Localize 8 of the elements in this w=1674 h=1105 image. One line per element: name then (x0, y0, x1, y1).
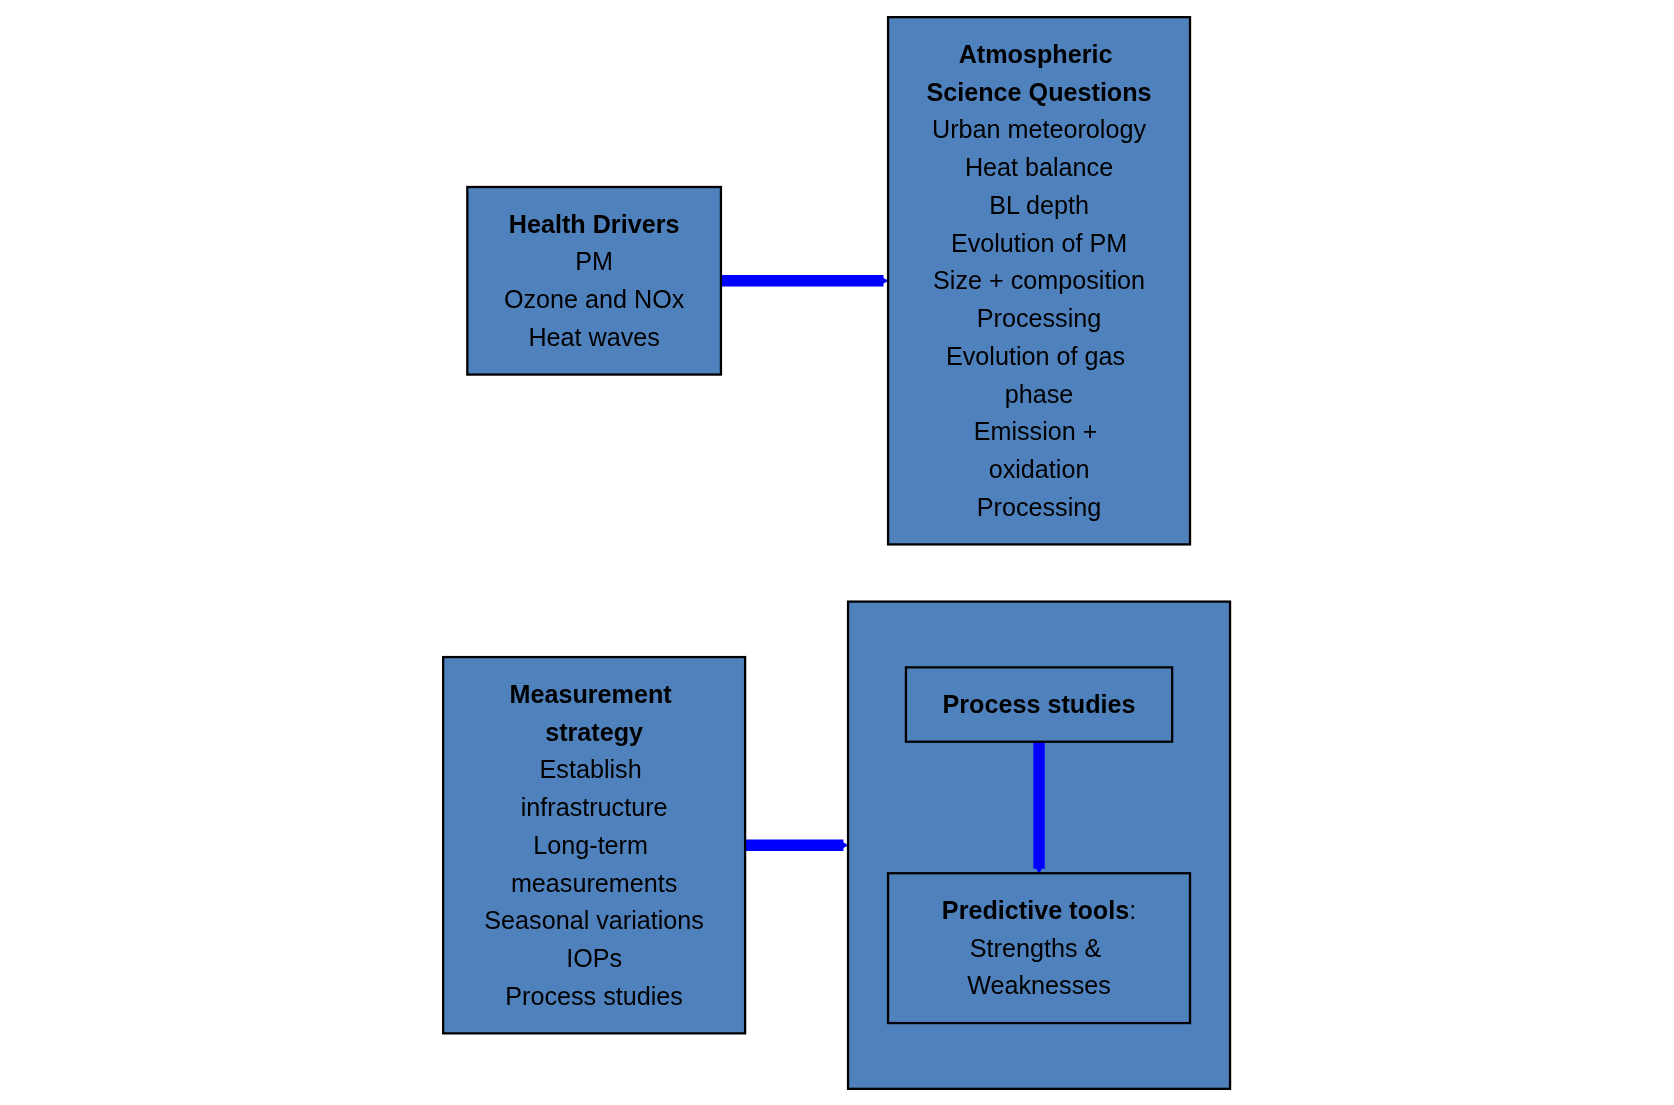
arrow (745, 839, 849, 851)
node-box: Measurement strategy Establish infrastructure Long-term measurements Seasonal variations IOPs Process studies (442, 655, 747, 1034)
cluster (847, 599, 1232, 1090)
arrow (721, 274, 889, 286)
node-box: Atmospheric Science Questions Urban meteorology Heat balance BL depth Evolution of PM Size + composition Processing Evolution of gas phase Emission + oxidation Processing (887, 15, 1192, 546)
node-box: Predictive tools: Strengths & Weaknesses (887, 871, 1192, 1024)
node-box: Process studies (905, 665, 1174, 743)
node-box: Health Drivers PM Ozone and NOx Heat waves (466, 185, 723, 376)
